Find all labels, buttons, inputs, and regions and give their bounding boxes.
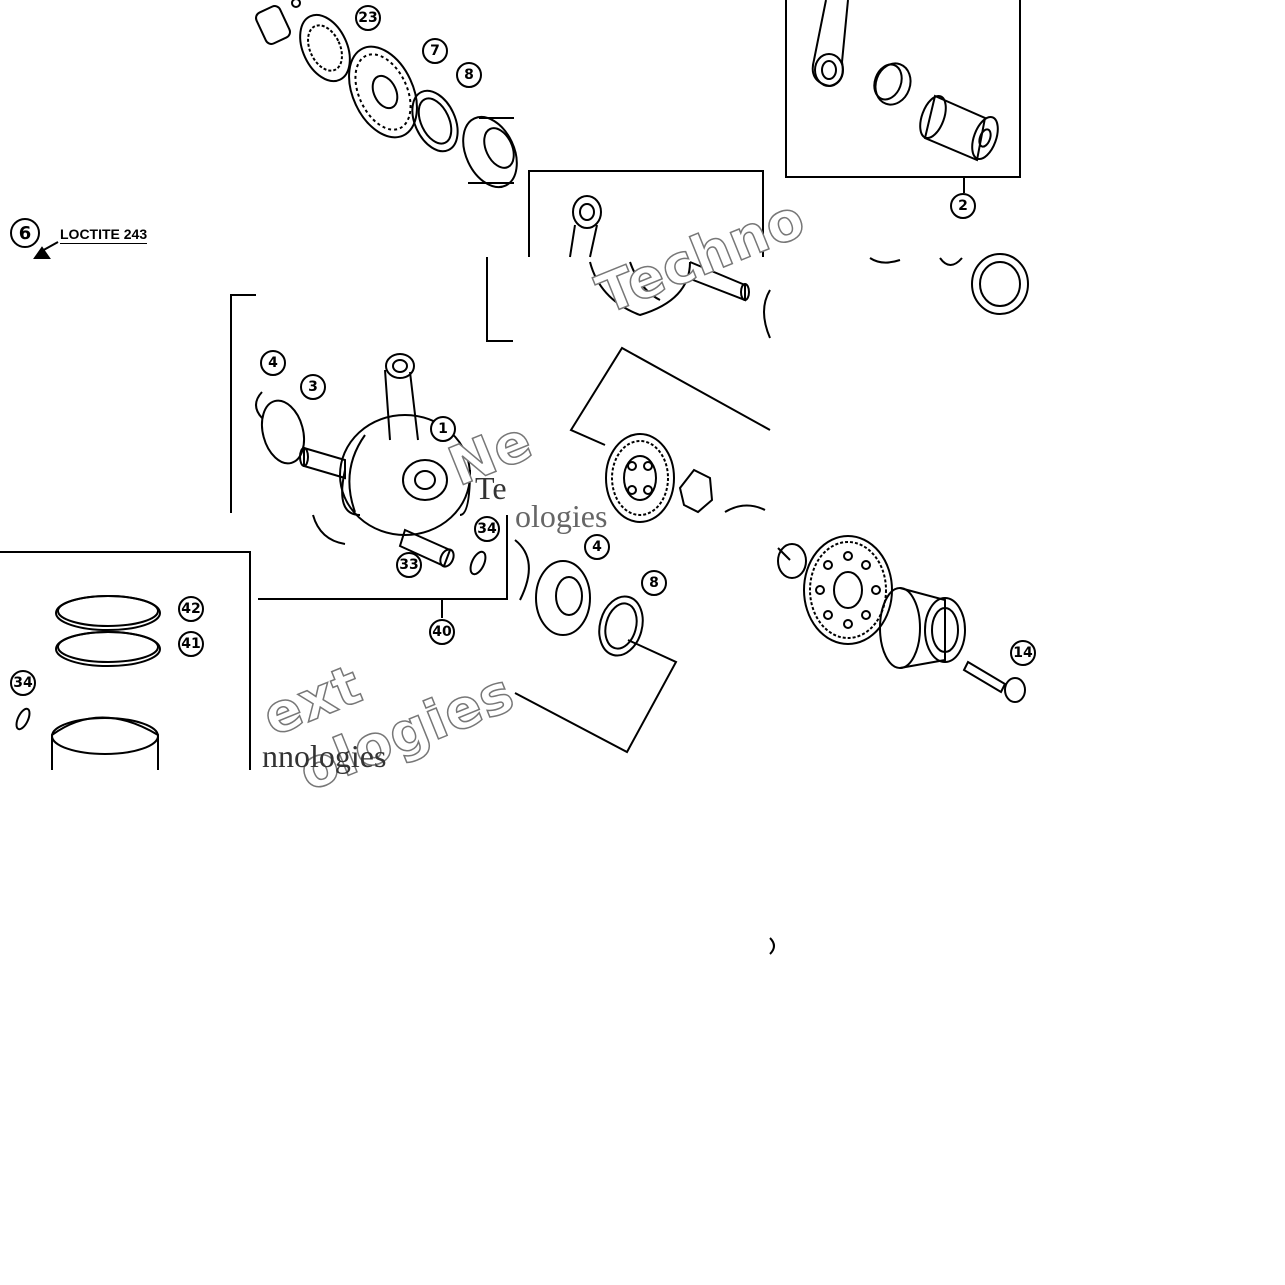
frame-crank-top [528,170,764,257]
callout-34-piston: 34 [10,670,36,696]
callout-4: 4 [260,350,286,376]
callout-3: 3 [300,374,326,400]
loctite-note: LOCTITE 243 [60,226,148,244]
callout-6: 6 [10,218,40,248]
callout-33: 33 [396,552,422,578]
piston-parts [15,595,161,770]
callout-7: 7 [422,38,448,64]
frame-piston [0,551,251,770]
callout-4-lower: 4 [584,534,610,560]
callout-1: 1 [430,416,456,442]
crankshaft-upper [569,195,771,339]
right-top-fragments [869,253,1029,315]
watermark-ologies-serif: ologies [515,498,608,534]
lower-bearing-parts [514,539,644,657]
crankshaft-main [255,353,471,536]
callout-34: 34 [474,516,500,542]
frame-left [230,294,256,513]
callout-8-lower: 8 [641,570,667,596]
watermark-nnologies: nnologies [262,738,387,774]
watermark-te: Te [475,470,507,506]
stray-fragment [769,937,775,955]
loctite-arrow [33,246,51,259]
frame-conrod-kit [785,0,1021,178]
small-gear-assembly [605,433,766,523]
callout-23: 23 [355,5,381,31]
piston-pin-parts [312,514,487,576]
callout-2: 2 [950,193,976,219]
frame-crank-bottom [258,515,508,600]
frame-mid-stub [486,257,513,342]
callout-14: 14 [1010,640,1036,666]
conrod-kit-parts [811,0,999,162]
callout-40: 40 [429,619,455,645]
callout-42: 42 [178,596,204,622]
drive-parts-right [777,535,1026,703]
top-parts [255,0,518,189]
bracket-right [569,346,771,446]
callout-41: 41 [178,631,204,657]
bracket-lower [514,639,678,754]
callout-8: 8 [456,62,482,88]
